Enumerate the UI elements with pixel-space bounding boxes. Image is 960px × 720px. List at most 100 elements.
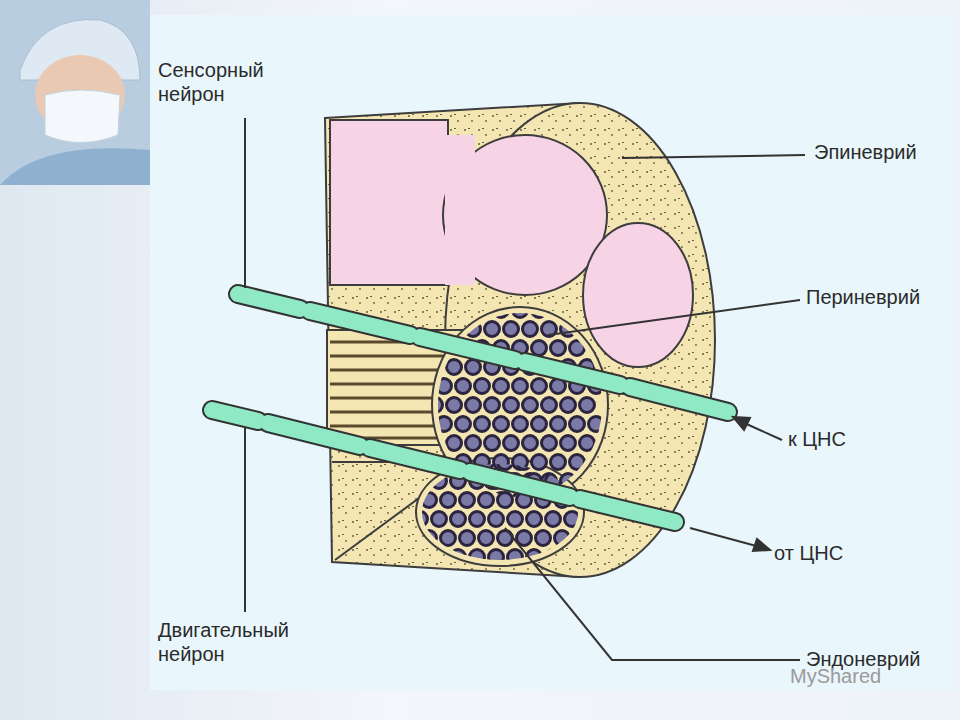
nerve-fiber	[451, 550, 466, 565]
nerve-fiber	[532, 303, 547, 318]
nerve-fiber	[561, 398, 576, 413]
axons	[212, 294, 728, 522]
nerve-fiber	[565, 512, 580, 527]
nerve-fiber	[498, 455, 513, 470]
nerve-fiber	[447, 436, 462, 451]
nerve-fiber	[470, 550, 485, 565]
nerve-fiber	[428, 398, 443, 413]
nerve-fiber	[532, 417, 547, 432]
nerve-fiber	[447, 360, 462, 375]
nerve-fiber	[494, 417, 509, 432]
nerve-fiber	[504, 322, 519, 337]
nerve-fiber	[561, 322, 576, 337]
part-label: Периневрий	[806, 285, 951, 309]
nerve-fiber	[413, 474, 428, 489]
nerve-fiber	[546, 550, 561, 565]
nerve-fiber	[456, 379, 471, 394]
nerve-fiber	[489, 512, 504, 527]
nerve-fiber	[555, 455, 570, 470]
nerve-fiber	[513, 379, 528, 394]
nerve-fiber	[466, 436, 481, 451]
nerve-fiber	[589, 455, 604, 470]
nerve-fiber	[532, 341, 547, 356]
nerve-fiber	[460, 531, 475, 546]
nerve-fiber	[570, 303, 585, 318]
nerve-fiber	[437, 303, 452, 318]
leader-lines	[245, 118, 805, 660]
nerve-fiber	[523, 398, 538, 413]
nerve-fiber	[428, 436, 443, 451]
nerve-fiber	[536, 455, 551, 470]
nerve-fiber	[413, 550, 428, 565]
nerve-fiber	[498, 493, 513, 508]
nerve-fiber	[504, 398, 519, 413]
panel	[150, 15, 955, 690]
photo-corner	[0, 0, 150, 185]
nerve-fiber	[504, 436, 519, 451]
nerve-fiber	[570, 417, 585, 432]
nerve-fiber	[485, 398, 500, 413]
part-label: Сенсорный нейрон	[158, 58, 298, 106]
nerve-fiber	[460, 493, 475, 508]
nerve-fiber	[536, 531, 551, 546]
nerve-fiber	[437, 379, 452, 394]
nerve-fiber	[517, 455, 532, 470]
nerve-fiber	[561, 436, 576, 451]
nerve-fiber	[485, 436, 500, 451]
nerve-body	[325, 103, 715, 577]
nerve-fiber	[432, 512, 447, 527]
nerve-fiber	[432, 550, 447, 565]
nerve-fiber	[542, 436, 557, 451]
nerve-fiber	[513, 417, 528, 432]
nerve-fiber	[546, 512, 561, 527]
nerve-fiber	[470, 512, 485, 527]
nerve-fiber	[508, 550, 523, 565]
nerve-fiber	[451, 512, 466, 527]
nerve-fiber	[479, 493, 494, 508]
part-label: к ЦНС	[788, 427, 908, 451]
nerve-fiber	[580, 436, 595, 451]
nerve-fiber	[494, 379, 509, 394]
nerve-fiber	[475, 379, 490, 394]
nerve-fiber	[555, 531, 570, 546]
nerve-fiber	[508, 512, 523, 527]
nerve-fiber	[551, 341, 566, 356]
nerve-fiber	[589, 341, 604, 356]
nerve-fiber	[565, 550, 580, 565]
nerve-fiber	[532, 455, 547, 470]
nerve-fiber	[466, 322, 481, 337]
nerve-fiber	[570, 455, 585, 470]
nerve-fiber	[498, 531, 513, 546]
nerve-fiber	[513, 303, 528, 318]
nerve-fiber	[428, 360, 443, 375]
nerve-fiber	[437, 417, 452, 432]
nerve-fiber	[456, 303, 471, 318]
nerve-fiber	[413, 512, 428, 527]
nerve-fiber	[532, 379, 547, 394]
nerve-fiber	[441, 493, 456, 508]
nerve-fiber	[475, 303, 490, 318]
nerve-fiber	[580, 474, 595, 489]
nerve-fiber	[542, 398, 557, 413]
nerve-fiber	[489, 550, 504, 565]
nerve-fiber	[580, 398, 595, 413]
nerve-fiber	[466, 398, 481, 413]
watermark: MyShared	[790, 664, 940, 688]
nerve-fiber	[485, 322, 500, 337]
nerve-fiber	[466, 360, 481, 375]
nerve-fiber	[589, 417, 604, 432]
nerve-fiber	[551, 417, 566, 432]
nerve-fiber	[570, 341, 585, 356]
nerve-fiber	[456, 417, 471, 432]
nerve-fiber	[517, 531, 532, 546]
nerve-fiber	[479, 531, 494, 546]
nerve-fiber	[589, 303, 604, 318]
part-label: от ЦНС	[774, 541, 894, 565]
nerve-fiber	[422, 531, 437, 546]
nerve-fiber	[422, 493, 437, 508]
nerve-fiber	[551, 455, 566, 470]
nerve-fiber	[527, 512, 542, 527]
part-label: Двигательный нейрон	[158, 618, 323, 666]
part-label: Эпиневрий	[814, 140, 954, 164]
